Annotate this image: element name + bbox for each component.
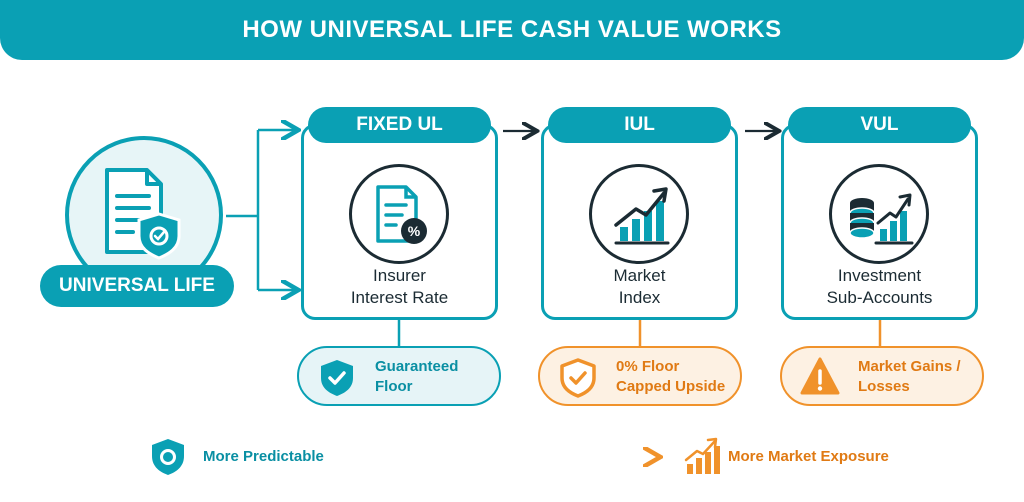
title-banner: HOW UNIVERSAL LIFE CASH VALUE WORKS <box>0 0 1024 60</box>
percent-document-icon: % <box>376 185 427 244</box>
shield-icon <box>152 439 184 475</box>
universal-life-circle <box>65 136 223 294</box>
coins-growth-icon <box>849 193 914 245</box>
page-title: HOW UNIVERSAL LIFE CASH VALUE WORKS <box>242 16 782 43</box>
shield-check-icon <box>321 360 353 396</box>
fixed-ul-header: FIXED UL <box>308 107 491 143</box>
outcome-capped-upside: 0% Floor Capped Upside <box>538 346 742 406</box>
growth-chart-icon <box>684 437 720 474</box>
outcome-market-gains-losses: Market Gains / Losses <box>780 346 984 406</box>
vul-header: VUL <box>788 107 971 143</box>
iul-label: Market Index <box>613 266 666 307</box>
source-connector <box>226 130 296 290</box>
legend-more-predictable: More Predictable <box>203 448 324 465</box>
warning-icon <box>800 357 840 395</box>
legend-more-market-exposure: More Market Exposure <box>728 448 889 465</box>
vul-icon-circle <box>829 164 929 264</box>
policy-document-shield-icon <box>105 168 181 260</box>
shield-check-icon <box>560 358 596 398</box>
vul-label: Investment Sub-Accounts <box>826 266 933 307</box>
iul-icon-circle <box>589 164 689 264</box>
fixed-ul-icon-circle: % <box>349 164 449 264</box>
growth-chart-icon <box>614 187 670 245</box>
universal-life-label: UNIVERSAL LIFE <box>40 265 234 307</box>
iul-header: IUL <box>548 107 731 143</box>
outcome-capped-upside-text: 0% Floor Capped Upside <box>616 358 726 395</box>
svg-text:%: % <box>408 223 421 239</box>
outcome-guaranteed-floor-text: Guaranteed Floor <box>375 358 459 395</box>
fixed-ul-label: Insurer Interest Rate <box>350 266 449 307</box>
outcome-guaranteed-floor: Guaranteed Floor <box>297 346 501 406</box>
outcome-market-gains-losses-text: Market Gains / Losses <box>858 358 961 395</box>
